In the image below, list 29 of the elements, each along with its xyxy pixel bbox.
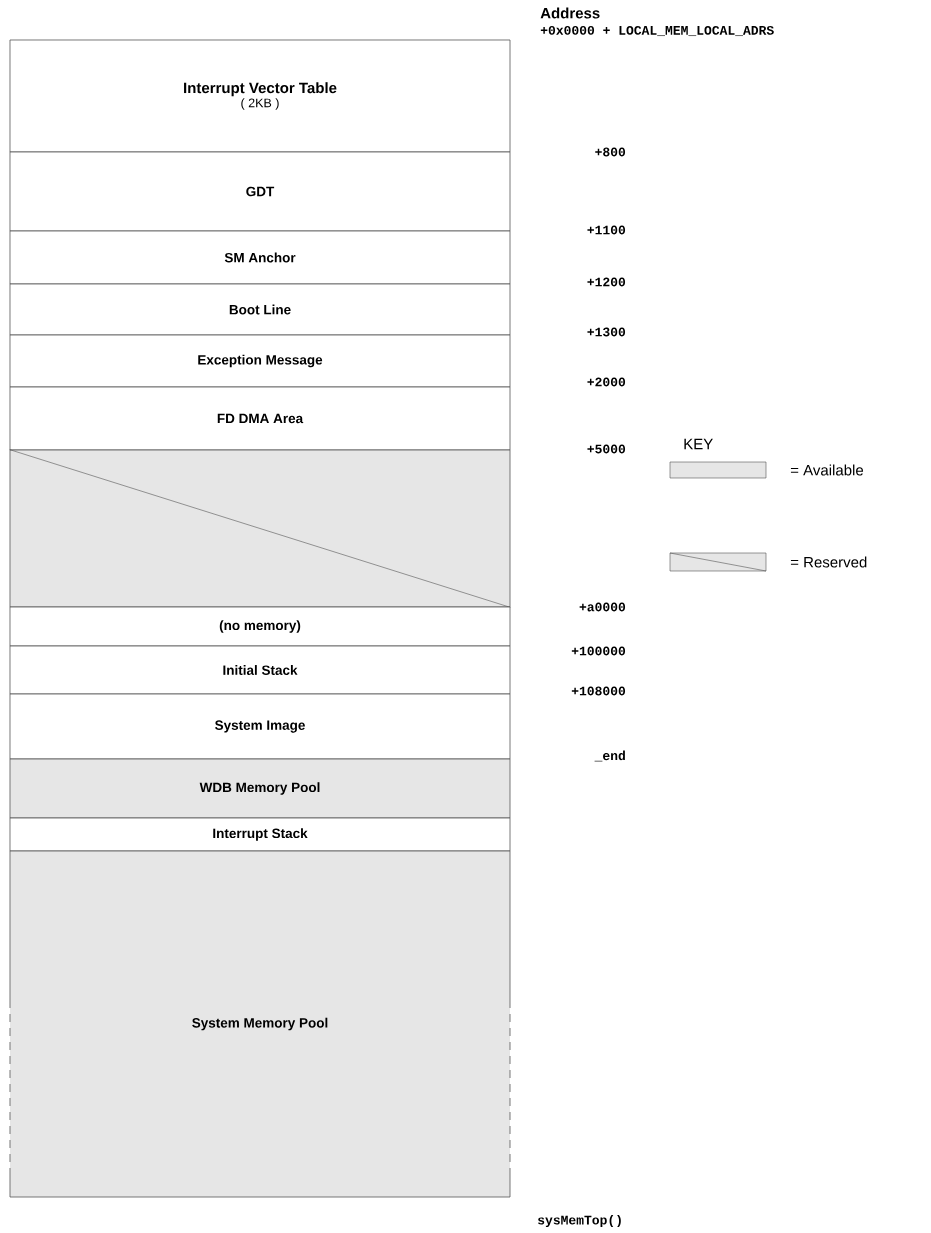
address-label: +100000 (571, 646, 626, 656)
legend-label: = Available (790, 464, 864, 476)
address-label: +108000 (571, 686, 626, 696)
memory-region: SM Anchor (9, 230, 511, 285)
memory-region: Interrupt Vector Table ( 2KB ) (9, 39, 511, 153)
memory-region: Boot Line (9, 283, 511, 336)
memory-region: WDB Memory Pool (9, 758, 511, 819)
memory-region: System Image (9, 693, 511, 760)
memory-region: Interrupt Stack (9, 817, 511, 852)
memory-region: GDT (9, 151, 511, 232)
memory-region: Initial Stack (9, 645, 511, 695)
address-label: _end (594, 750, 625, 762)
address-label: +a0000 (579, 602, 626, 612)
memory-region: (no memory) (9, 606, 511, 647)
column-heading: Address (540, 7, 600, 19)
key-heading: KEY (684, 438, 713, 450)
address-label: +2000 (587, 377, 626, 387)
reserved-region (9, 449, 511, 608)
memory-region: FD DMA Area (9, 386, 511, 451)
address-label: +0x0000 + LOCAL_MEM_LOCAL_ADRS (540, 25, 774, 37)
address-label: +800 (595, 147, 626, 157)
address-label: +5000 (587, 444, 626, 454)
memory-region: Exception Message (9, 334, 511, 388)
address-label: +1200 (587, 277, 626, 287)
memory-region: System Memory Pool (9, 850, 511, 1198)
address-label: +1300 (587, 327, 626, 337)
address-label: +1100 (587, 225, 626, 235)
legend-label: = Reserved (790, 556, 867, 568)
address-label: sysMemTop() (538, 1214, 621, 1228)
